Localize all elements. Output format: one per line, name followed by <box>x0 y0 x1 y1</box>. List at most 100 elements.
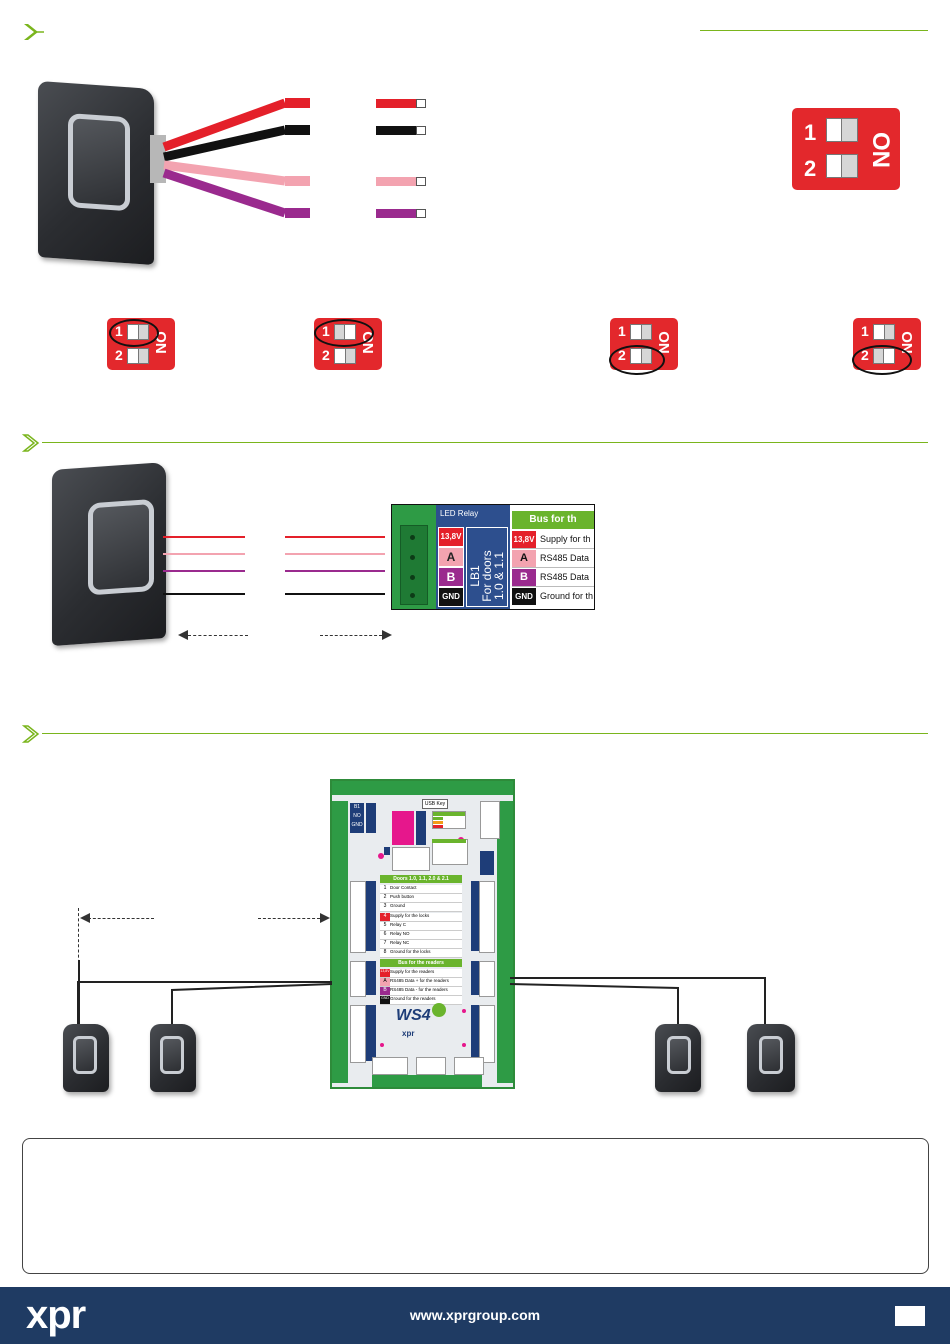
bus-cables <box>77 960 766 1040</box>
wire-black-left <box>163 593 245 595</box>
row-desc: RS485 Data <box>540 553 590 563</box>
dip-toggle-1 <box>630 324 652 340</box>
row-label: Supply for the readers <box>390 969 435 974</box>
highlight-ring <box>609 345 665 375</box>
row-tag: 13,8V <box>512 531 536 548</box>
row-tag: A <box>512 550 536 567</box>
num: 6 <box>383 931 387 937</box>
wire-end-pink <box>376 177 426 186</box>
row-tag: GND <box>512 588 536 605</box>
bus-tag: B <box>380 987 390 995</box>
row-label: Supply for the locks <box>390 913 430 918</box>
row-label: Relay C <box>390 922 407 927</box>
dip-label-2: 2 <box>115 347 123 363</box>
tag-gnd: GND <box>438 587 464 607</box>
wire-pink-right <box>285 553 385 555</box>
num: 4 <box>380 913 390 921</box>
bus-readers-header: Bus for the readers <box>380 959 462 967</box>
distance-dash-left <box>88 918 154 919</box>
row-label: Ground for the locks <box>390 949 431 954</box>
dip-label-1: 1 <box>804 120 817 145</box>
board-ws4-logo: WS4 <box>396 1007 431 1024</box>
wire-end-red <box>376 99 426 108</box>
highlight-ring <box>852 345 912 375</box>
chip-magenta <box>392 811 414 845</box>
led-legend <box>432 811 466 829</box>
note-box <box>22 1138 929 1274</box>
usb-key-label: USB Key <box>422 799 448 809</box>
reader-touch-pad <box>88 498 154 596</box>
wire-red-right <box>285 536 385 538</box>
terminal-strip-bottom <box>372 1075 482 1087</box>
dip-toggle-2 <box>127 348 149 364</box>
distance-dash-right <box>320 635 382 636</box>
row-label: Ground <box>390 903 406 908</box>
footer-url[interactable]: www.xprgroup.com <box>409 1307 541 1323</box>
highlight-ring <box>109 319 159 347</box>
num: 5 <box>383 922 387 928</box>
wire-end-purple <box>376 209 426 218</box>
reader-device-top <box>38 80 154 266</box>
section-rule <box>42 442 928 443</box>
num: 3 <box>383 903 387 909</box>
terminal-strip-right <box>497 801 513 1083</box>
lb1-sub2: 1.0 & 1.1 <box>492 551 506 601</box>
dip-toggle-1 <box>826 118 858 142</box>
terminal-connector <box>392 505 436 609</box>
tag: GND <box>351 822 363 828</box>
dip-label-1: 1 <box>861 323 869 339</box>
wire-black-right <box>285 593 385 595</box>
wire-purple-left <box>163 570 245 572</box>
dip-toggle-1 <box>873 324 895 340</box>
tag-a: A <box>438 547 464 567</box>
dip-toggle-2 <box>826 154 858 178</box>
row-tag: B <box>512 569 536 586</box>
lb1-rotated-text: LB1 For doors 1.0 & 1.1 <box>468 536 506 609</box>
controller-board: B1 NO GND USB Key Doors 1.0, 1.1, 2.0 & … <box>330 779 515 1089</box>
tag-13v8: 13,8V <box>438 527 464 547</box>
highlight-ring <box>314 319 374 347</box>
row-desc: Supply for th <box>540 534 591 544</box>
arrow-right-icon <box>320 913 330 923</box>
num: 1 <box>383 885 387 891</box>
reader-touch-pad <box>73 1036 97 1074</box>
dip-on-label: ON <box>867 132 894 168</box>
num: 8 <box>383 949 387 955</box>
num: 2 <box>383 894 387 900</box>
wire-end-black <box>376 126 426 135</box>
page-number-box <box>895 1306 925 1326</box>
dip-switch-large: 1 2 ON <box>792 108 900 190</box>
bus-rows: 13,8V Supply for th A RS485 Data B RS485… <box>512 531 594 609</box>
row-label: RS485 Data + for the readers <box>390 978 449 983</box>
reader-touch-pad <box>68 113 130 212</box>
board-logo-dot <box>432 1003 446 1017</box>
bus-tag: 13,8V <box>380 969 390 977</box>
reader-device-1 <box>63 1024 109 1092</box>
tag: NO <box>353 813 361 819</box>
reader-cable-fan <box>150 98 310 218</box>
reader-device-3 <box>655 1024 701 1092</box>
aux-block: B1 NO GND <box>350 803 364 833</box>
footer-logo: xpr <box>26 1293 86 1337</box>
tag: B1 <box>353 804 361 810</box>
bus-header: Bus for th <box>512 511 594 529</box>
section-chevron-icon <box>22 725 40 743</box>
reader-device-mid <box>52 462 166 646</box>
distance-dash-left <box>188 635 248 636</box>
row-label: Relay NC <box>390 940 410 945</box>
arrow-left-icon <box>80 913 90 923</box>
row-label: Ground for the readers <box>390 996 436 1001</box>
row-label: Door Contact <box>390 885 417 890</box>
row-label: Relay NO <box>390 931 410 936</box>
arrow-right-icon <box>382 630 392 640</box>
distance-dash-right <box>258 918 320 919</box>
reader-device-4 <box>747 1024 795 1092</box>
reader-touch-pad <box>667 1036 691 1074</box>
row-desc: RS485 Data <box>540 572 590 582</box>
terminal-strip-left <box>332 801 348 1083</box>
row-label: RS485 Data - for the readers <box>390 987 448 992</box>
section-rule <box>700 30 928 31</box>
